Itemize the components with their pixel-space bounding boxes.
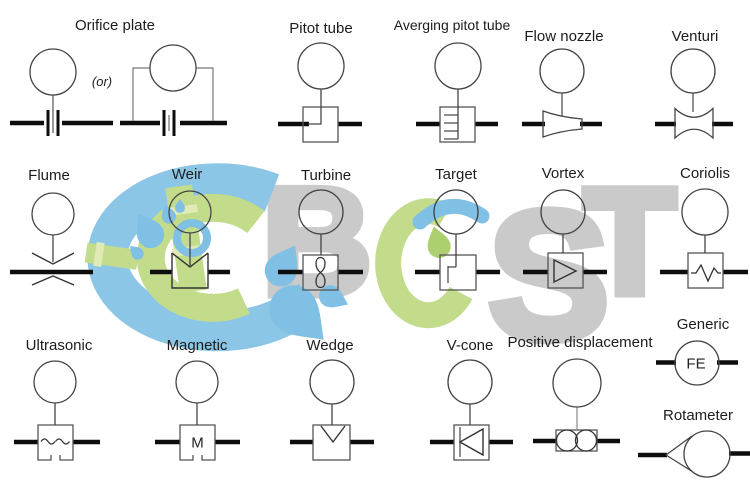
- flow-nozzle-symbol: [522, 48, 602, 138]
- label-venturi: Venturi: [671, 28, 719, 45]
- label-averaging-pitot-tube: Averging pitot tube: [393, 17, 511, 33]
- label-coriolis: Coriolis: [679, 165, 731, 182]
- wedge-symbol: [290, 359, 374, 461]
- logo-green-droplet: [427, 226, 451, 258]
- ultrasonic-symbol: [14, 360, 100, 461]
- label-flume: Flume: [28, 167, 70, 184]
- averaging-pitot-tube-symbol: [416, 42, 498, 143]
- rotameter-symbol: [638, 430, 750, 478]
- label-v-cone: V-cone: [446, 337, 494, 354]
- label-magnetic: Magnetic: [166, 337, 228, 354]
- label-pitot-tube: Pitot tube: [289, 20, 353, 37]
- v-cone-symbol: [430, 359, 513, 461]
- coriolis-symbol: [660, 188, 748, 289]
- label-positive-displacement: Positive displacement: [507, 334, 653, 351]
- label-or: (or): [91, 74, 113, 89]
- logo-blue-donut: [173, 219, 211, 257]
- generic-fe-text: FE: [686, 356, 705, 373]
- logo-droplets: [130, 199, 348, 340]
- logo-middle-glyph: [375, 198, 473, 329]
- vortex-symbol: [523, 189, 607, 289]
- target-symbol: [415, 189, 500, 291]
- label-vortex: Vortex: [541, 165, 585, 182]
- label-turbine: Turbine: [300, 167, 352, 184]
- pitot-tube-symbol: [278, 42, 362, 143]
- watermark-letter-t: T: [580, 157, 681, 325]
- label-generic: Generic: [676, 316, 730, 333]
- weir-symbol: [150, 190, 230, 289]
- label-flow-nozzle: Flow nozzle: [524, 28, 604, 45]
- label-ultrasonic: Ultrasonic: [25, 337, 93, 354]
- label-target: Target: [435, 166, 477, 183]
- orifice-plate-symbol-2: [120, 44, 227, 136]
- label-weir: Weir: [171, 166, 203, 183]
- generic-symbol: FE: [656, 340, 738, 386]
- logo-green-pipe-horizontal: [84, 242, 139, 270]
- orifice-plate-symbol-1: [10, 48, 113, 136]
- label-orifice-plate: Orifice plate: [74, 17, 156, 34]
- flume-symbol: [10, 192, 93, 286]
- magnetic-symbol: M: [155, 360, 240, 461]
- turbine-symbol: [278, 189, 363, 291]
- logo-blue-swoosh: [412, 198, 490, 230]
- positive-displacement-symbol: [533, 358, 620, 452]
- watermark-letter-s: S: [483, 173, 613, 377]
- label-wedge: Wedge: [306, 337, 354, 354]
- venturi-symbol: [655, 48, 733, 140]
- logo-green-ring: [136, 193, 265, 322]
- label-rotameter: Rotameter: [662, 407, 734, 424]
- magnetic-m-text: M: [191, 435, 204, 452]
